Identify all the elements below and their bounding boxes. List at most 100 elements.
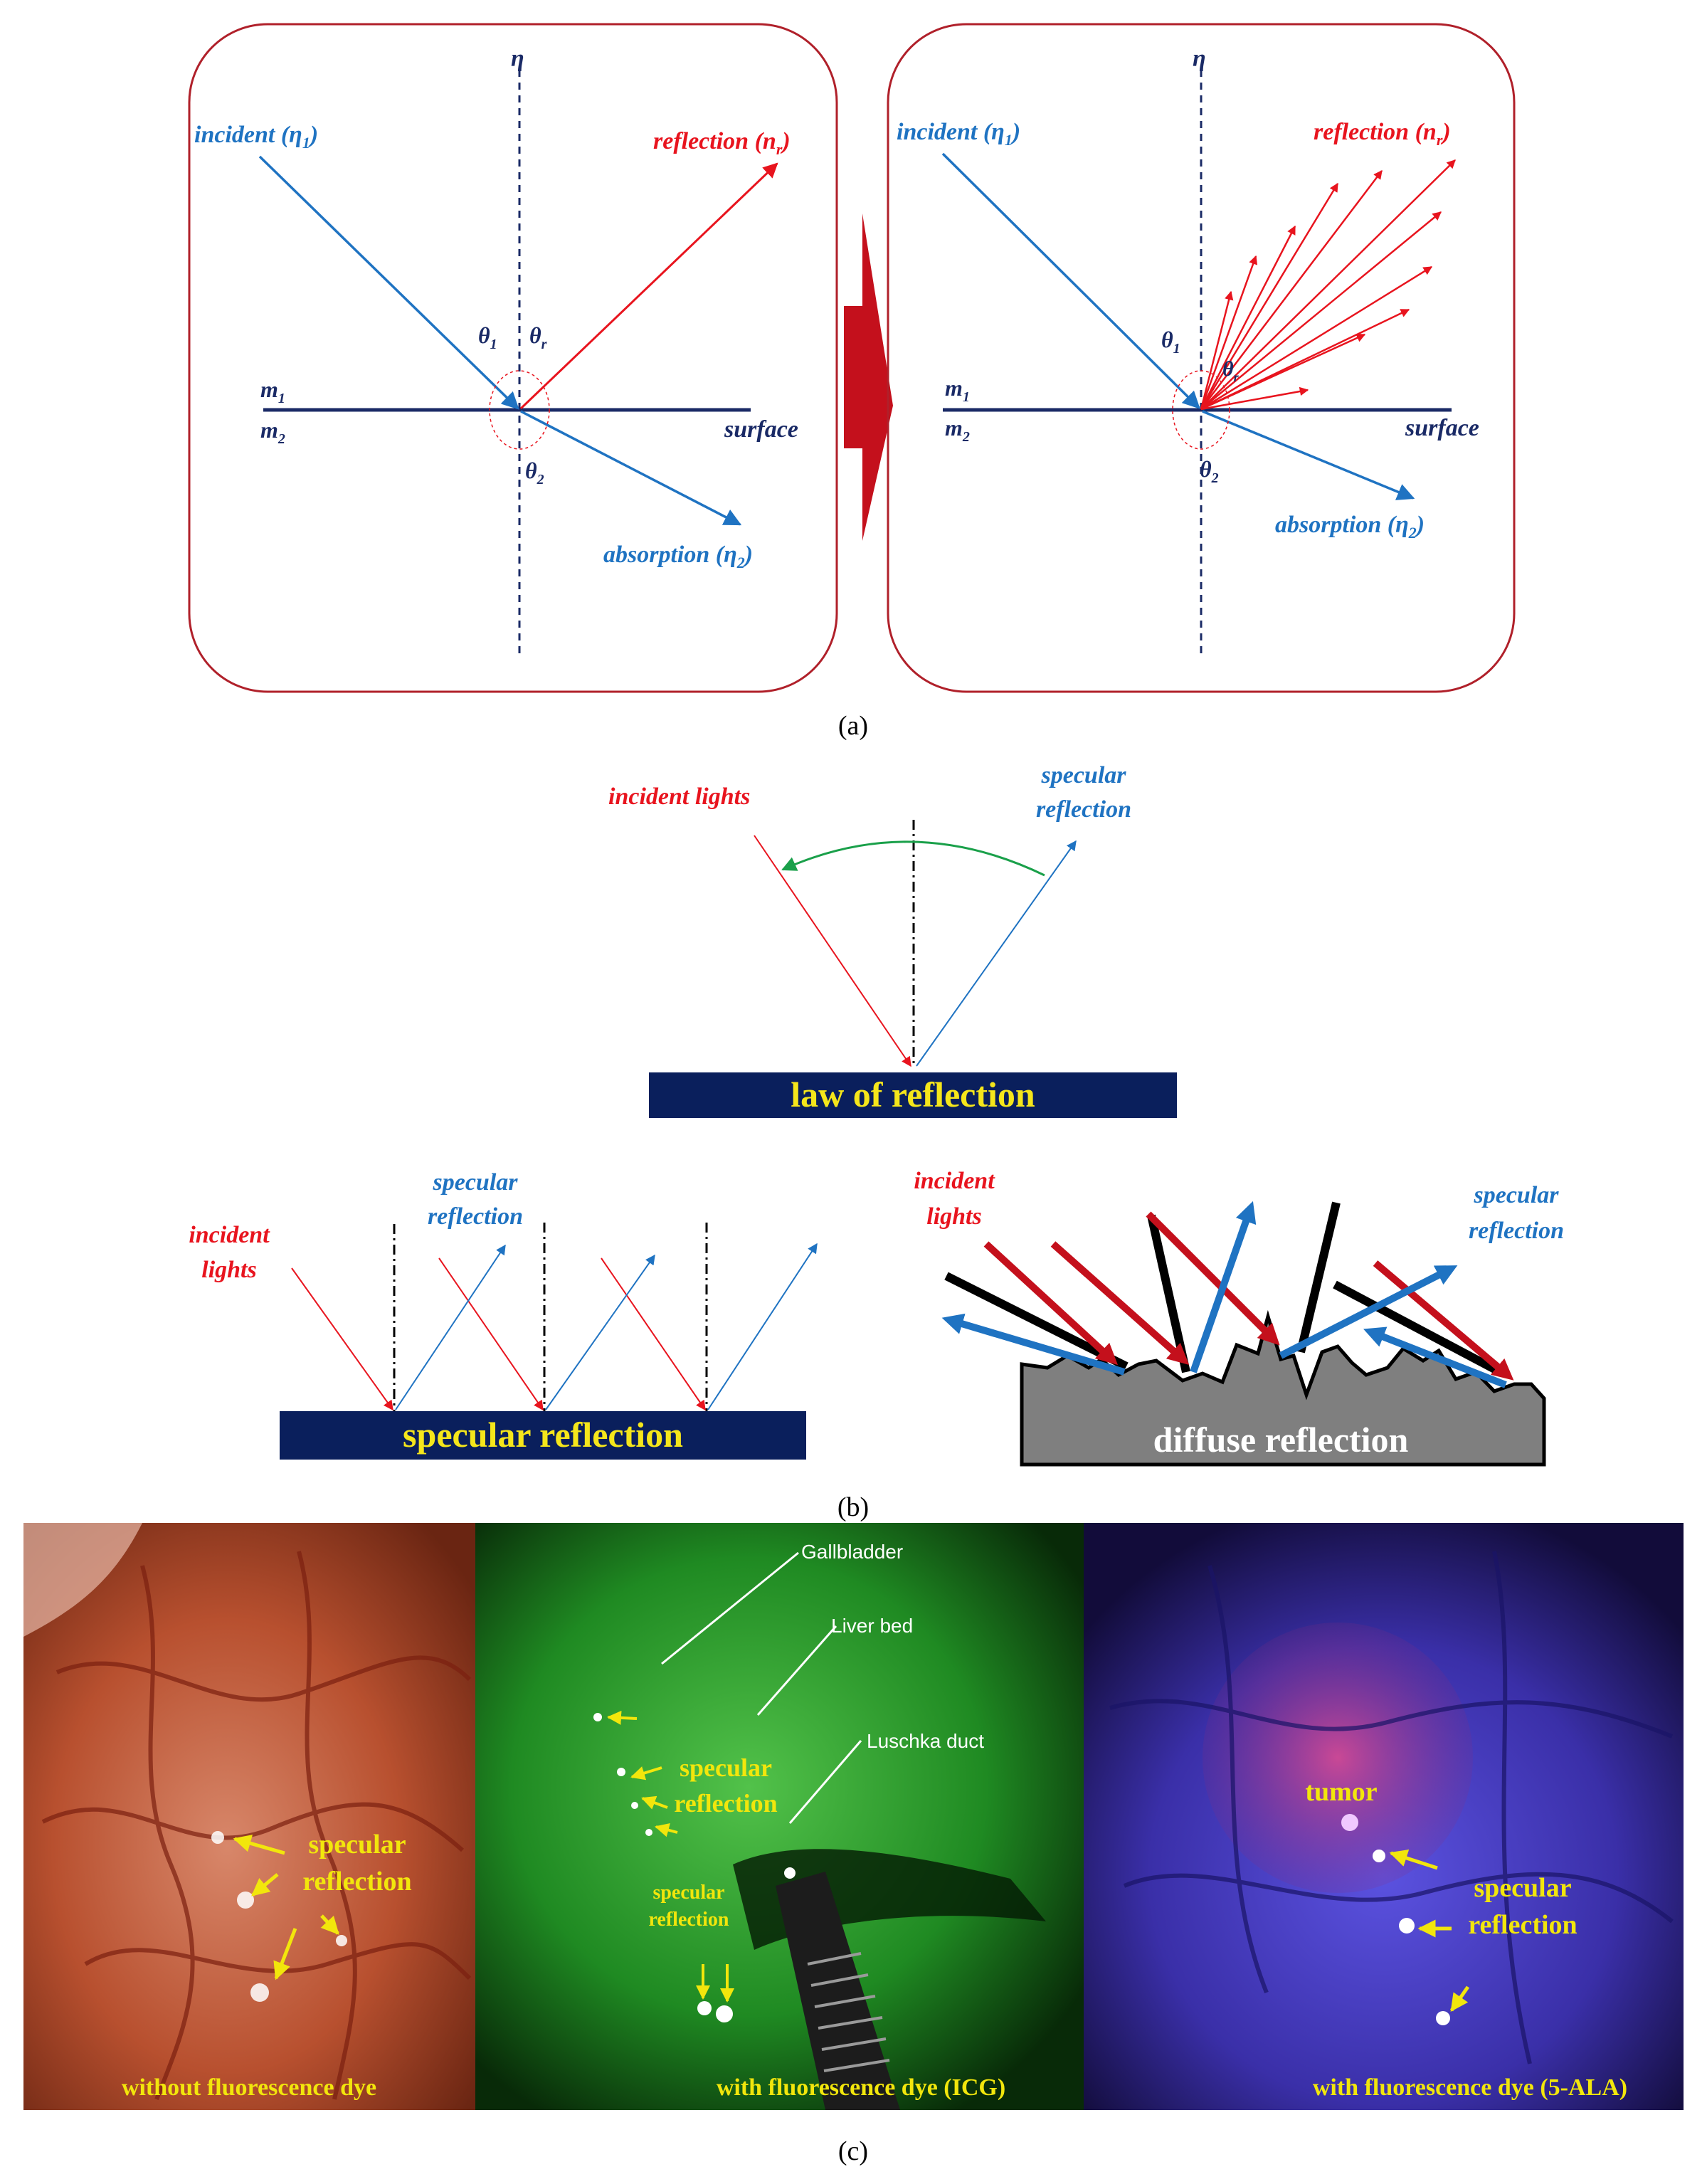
arrow: [233, 1835, 285, 1855]
blue-ray: [1279, 1265, 1458, 1359]
reflection-label: reflection (nr): [1314, 119, 1451, 149]
surface-label: surface: [724, 416, 798, 443]
thetar-label: θr: [1222, 357, 1240, 384]
law-bar: [649, 1072, 1177, 1118]
glare-spot: [336, 1935, 347, 1946]
arrow: [1389, 1850, 1438, 1870]
pointer: [661, 1551, 799, 1665]
black-ray: [1333, 1280, 1502, 1376]
glare-spot: [250, 1983, 269, 2002]
photo-1-background: [23, 1523, 475, 2110]
photo-2-instrument-ridges: [807, 1952, 890, 2072]
blue-ray: [941, 1313, 1126, 1376]
pointer: [788, 1740, 862, 1824]
eta-label: η: [511, 46, 524, 72]
incident-ray: [438, 1257, 544, 1411]
law-of-reflection-diagram: law of reflection incident lights specul…: [608, 762, 1177, 1118]
caption-c: (c): [838, 2136, 868, 2166]
glare-spot: [784, 1867, 796, 1879]
absorption-ray: [520, 410, 742, 526]
incident-ray: [754, 835, 911, 1067]
incident-label: incident lights: [608, 784, 750, 810]
frame-left: [188, 23, 838, 693]
gallbladder-label: Gallbladder: [801, 1541, 903, 1563]
caption-a: (a): [838, 711, 868, 741]
photo-1-membrane: [23, 1523, 142, 1637]
incident-ray: [941, 152, 1200, 409]
scatter-ray: [1200, 211, 1442, 410]
glare-spot: [645, 1829, 652, 1836]
glare-spot: [617, 1768, 625, 1776]
reflection-label: reflection (nr): [653, 128, 791, 158]
red-ray: [1373, 1260, 1514, 1381]
specular-small-label-2: reflection: [649, 1909, 729, 1931]
blue-ray: [1190, 1201, 1257, 1373]
scatter-ray: [1200, 225, 1296, 410]
theta1-label: θ1: [1161, 327, 1180, 357]
scatter-ray: [1200, 159, 1456, 410]
surface-label: surface: [1405, 415, 1479, 441]
specular-reflection-diagram: specular reflection incident lights spec…: [189, 1169, 818, 1460]
scatter-ray: [1200, 290, 1234, 410]
specular-label-2: reflection: [428, 1203, 523, 1230]
specular-label-2: reflection: [1469, 1218, 1564, 1244]
frame-right: [887, 23, 1516, 693]
theta2-label: θ2: [525, 458, 544, 487]
absorption-ray: [1202, 410, 1415, 500]
diffuse-blue-rays: [941, 1201, 1507, 1388]
scatter-ray: [1200, 386, 1309, 411]
specular-label-2: reflection: [1036, 796, 1131, 823]
theta1-label: θ1: [478, 322, 497, 352]
photo-3-tumor-region: [1203, 1623, 1473, 1893]
scatter-ray: [1200, 170, 1383, 410]
eta-label: η: [1193, 46, 1206, 72]
specular-small-label-1: specular: [652, 1882, 724, 1904]
specular-label-1: specular: [680, 1753, 772, 1782]
yellow-arrows: [607, 1710, 734, 2003]
absorption-label: absorption (η2): [1275, 512, 1425, 542]
red-ray: [1146, 1211, 1280, 1346]
glare-spot: [1373, 1850, 1385, 1862]
glare-spot: [1399, 1918, 1415, 1934]
m2-label: m2: [260, 417, 285, 447]
arrow: [320, 1914, 339, 1935]
specular-label-1: specular: [1041, 762, 1127, 788]
scattered-reflections: [1200, 159, 1456, 411]
specular-ray: [916, 840, 1077, 1067]
photo-3-footer: with fluorescence dye (5-ALA): [1313, 2074, 1627, 2101]
specular-ray: [395, 1244, 506, 1410]
specular-label-1: specular: [1474, 1182, 1560, 1208]
panel-a-left: η incident (η1) reflection (nr) absorpti…: [188, 23, 838, 693]
photo-2-pointer-lines: [661, 1551, 862, 1824]
incident-label-1: incident: [189, 1222, 270, 1248]
black-ray: [1296, 1201, 1341, 1354]
absorption-label: absorption (η2): [603, 542, 753, 571]
incident-label-2: lights: [926, 1203, 981, 1230]
yellow-arrows: [1389, 1850, 1470, 2012]
glare-spot: [211, 1831, 224, 1844]
arrow: [655, 1822, 678, 1837]
angle-arc: [781, 840, 1045, 877]
diffuse-bar-label: diffuse reflection: [1153, 1420, 1409, 1460]
incident-label: incident (η1): [194, 122, 318, 152]
blue-ray: [1363, 1326, 1507, 1388]
arrow: [630, 1766, 662, 1781]
specular-ray: [707, 1243, 818, 1410]
glare-spot: [631, 1802, 638, 1809]
incident-ray: [601, 1257, 706, 1411]
m1-label: m1: [260, 376, 285, 406]
law-bar-label: law of reflection: [791, 1075, 1035, 1114]
photo-2-footer: with fluorescence dye (ICG): [717, 2074, 1005, 2101]
red-ray: [983, 1241, 1119, 1366]
incident-ray: [291, 1267, 393, 1411]
photo-2-instrument: [776, 1872, 900, 2110]
scatter-ray: [1200, 265, 1433, 411]
glare-spot: [716, 2005, 733, 2022]
liver-bed-label: Liver bed: [831, 1615, 913, 1637]
m1-label: m1: [945, 375, 970, 405]
scatter-ray: [1200, 333, 1366, 411]
specular-ray: [545, 1254, 655, 1410]
yellow-arrows: [233, 1835, 339, 1980]
glare-spot: [593, 1713, 602, 1721]
